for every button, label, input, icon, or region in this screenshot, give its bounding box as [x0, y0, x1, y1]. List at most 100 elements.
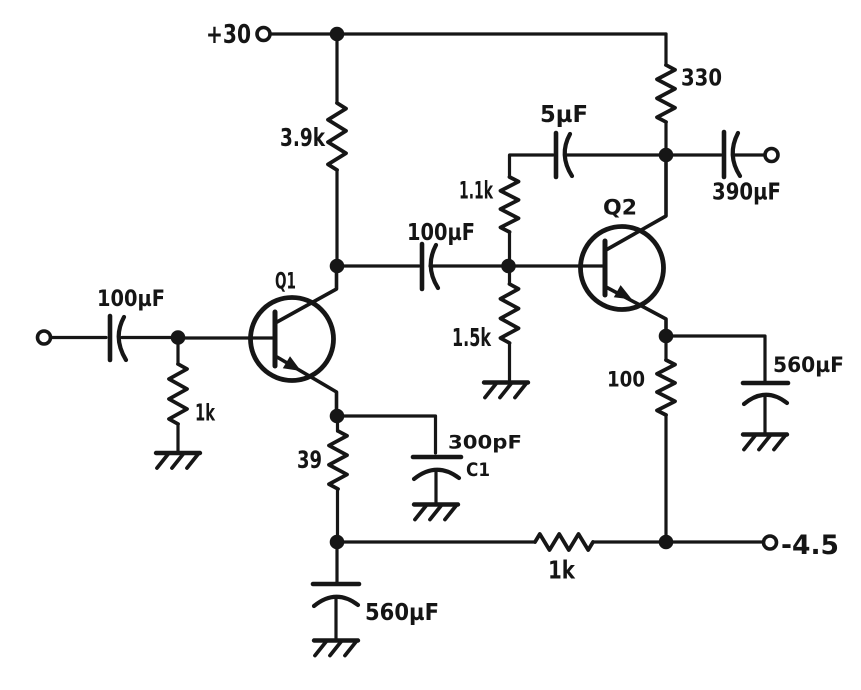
capacitor-output-coupling: 390µF	[712, 129, 781, 206]
junction-dot-bottom-rail	[329, 534, 345, 550]
resistor-bias-lower-label: 1.5k	[452, 323, 492, 352]
wire-compensation-branch	[335, 414, 438, 455]
resistor-bias-lower-zigzag	[498, 282, 521, 345]
capacitor-feedback: 5µF	[540, 102, 588, 180]
resistor-bias-lower: 1.5k	[452, 282, 521, 352]
junction-dot-q2-base	[501, 258, 516, 274]
terminal-positive-supply: +30	[206, 20, 272, 50]
capacitor-output-coupling-curved-plate	[730, 130, 743, 179]
resistor-input-shunt-zigzag	[167, 362, 189, 426]
resistor-q2-emitter: 100	[607, 358, 677, 417]
capacitor-input-coupling: 100µF	[97, 287, 165, 363]
transistor-q1: Q1	[248, 270, 336, 383]
junction-dot-q1-emitter	[329, 408, 345, 424]
junction-dot-q1-collector	[329, 258, 345, 274]
ground-compensation	[411, 502, 461, 522]
capacitor-compensation-designator: C1	[466, 459, 490, 481]
capacitor-output-coupling-label: 390µF	[712, 180, 781, 206]
wire-q1-collector	[275, 264, 339, 324]
ground-q2-bypass	[740, 432, 790, 452]
resistor-bias-upper: 1.1k	[459, 175, 521, 234]
resistor-q1-emitter: 39	[297, 429, 349, 491]
transistor-q2-emitter-arrow	[613, 285, 632, 300]
ground-q1-bypass-hatch-3	[343, 638, 359, 658]
junction-dot-q2-emitter	[658, 328, 674, 344]
ground-compensation-hatch-3	[443, 502, 459, 522]
terminal-output	[763, 146, 780, 164]
ground-input-shunt	[153, 450, 203, 470]
ground-q1-bypass-hatch-2	[328, 638, 344, 658]
junction-dots	[170, 26, 674, 550]
terminal-output-circle	[763, 146, 780, 164]
resistor-q2-emitter-zigzag	[655, 358, 677, 417]
wire-q2-bypass-branch	[664, 334, 767, 383]
capacitor-q2-emitter-bypass-curved-plate	[741, 392, 790, 407]
ground-input-shunt-hatch-2	[170, 451, 186, 470]
resistor-input-shunt: 1k	[167, 362, 215, 427]
terminal-negative-supply-label: -4.5	[781, 530, 839, 561]
resistor-q1-collector: 3.9k	[280, 101, 348, 172]
capacitor-feedback-curved-plate	[562, 131, 575, 179]
capacitor-interstage-label: 100µF	[407, 220, 475, 246]
resistor-bias-upper-label: 1.1k	[459, 177, 494, 205]
ground-compensation-hatch-1	[413, 502, 429, 522]
capacitor-q1-emitter-bypass-curved-plate	[311, 594, 361, 609]
terminal-positive-supply-circle	[255, 25, 272, 43]
transistor-q2-label: Q2	[603, 196, 637, 220]
ground-bias-lower-hatch-2	[498, 380, 514, 400]
junction-dot-negative-rail	[658, 534, 674, 550]
ground-q2-bypass-hatch-1	[742, 432, 758, 452]
ground-q1-bypass-hatch-1	[313, 638, 329, 658]
resistor-q1-collector-label: 3.9k	[280, 123, 326, 152]
wire-bias-upper-corner	[507, 153, 555, 179]
terminal-negative-supply-circle	[761, 534, 779, 551]
ground-q2-bypass-hatch-2	[757, 432, 773, 452]
junction-dot-top-rail	[329, 26, 345, 42]
ground-q1-bypass	[311, 638, 361, 658]
capacitor-q2-emitter-bypass: 560µF	[740, 353, 844, 407]
capacitor-interstage-curved-plate	[428, 242, 441, 291]
ground-bias-lower-hatch-1	[483, 380, 499, 400]
capacitor-compensation-curved-plate	[411, 467, 462, 482]
capacitor-q1-emitter-bypass: 560µF	[310, 581, 439, 626]
capacitor-compensation: 300pF C1	[410, 432, 522, 482]
resistor-q1-collector-zigzag	[326, 101, 348, 172]
capacitor-interstage: 100µF	[407, 220, 475, 292]
ground-q2-bypass-hatch-3	[772, 432, 788, 452]
wires	[49, 32, 767, 640]
transistor-q2-circle	[578, 224, 666, 312]
resistor-q1-emitter-zigzag	[327, 429, 349, 491]
ground-bias-lower	[481, 380, 531, 400]
transistor-q2: Q2	[578, 196, 666, 312]
resistor-bias-upper-zigzag	[498, 175, 521, 234]
resistor-q2-collector: 330	[655, 63, 722, 124]
capacitor-feedback-label: 5µF	[540, 102, 588, 128]
junction-dot-input	[170, 330, 186, 345]
capacitor-q1-emitter-bypass-label: 560µF	[365, 600, 439, 626]
transistor-q1-emitter-arrow	[282, 356, 301, 371]
ground-compensation-hatch-2	[428, 502, 444, 522]
capacitor-input-coupling-label: 100µF	[97, 287, 165, 312]
junction-dot-q2-collector	[658, 147, 674, 163]
transistor-q1-circle	[248, 295, 336, 383]
terminal-positive-supply-label: +30	[206, 20, 251, 50]
ground-input-shunt-hatch-1	[155, 451, 171, 470]
transistor-q1-label: Q1	[275, 270, 296, 295]
terminal-negative-supply: -4.5	[761, 530, 839, 561]
resistor-negative-feed: 1k	[533, 532, 595, 585]
terminal-input	[35, 329, 53, 346]
wire-q2-collector	[604, 153, 668, 252]
terminal-input-circle	[35, 329, 53, 346]
ground-bias-lower-hatch-3	[513, 380, 529, 400]
resistor-negative-feed-label: 1k	[548, 556, 576, 585]
resistor-q2-emitter-label: 100	[607, 368, 645, 392]
resistor-input-shunt-label: 1k	[195, 401, 215, 427]
resistor-negative-feed-zigzag	[533, 532, 595, 552]
capacitor-compensation-label: 300pF	[448, 432, 522, 454]
resistor-q2-collector-label: 330	[681, 66, 722, 92]
resistor-q2-collector-zigzag	[655, 63, 677, 124]
capacitor-input-coupling-curved-plate	[116, 314, 129, 363]
capacitor-q2-emitter-bypass-label: 560µF	[773, 353, 844, 377]
